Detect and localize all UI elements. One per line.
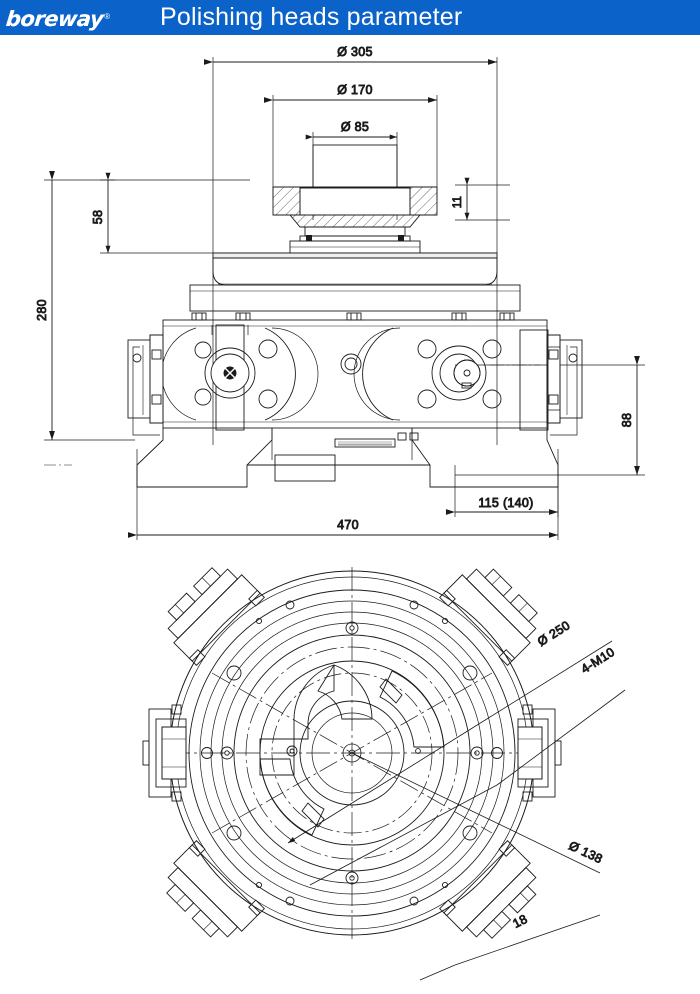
dim-label-h-88: 88 [620, 413, 634, 428]
logo-wordmark: boreway [4, 7, 105, 31]
left-drive-head [161, 324, 319, 431]
dim-label-w-115-140: 115 (140) [478, 496, 533, 510]
flange-bolt-heads [191, 312, 515, 321]
front-elevation-view: Ø 305 Ø 170 Ø 85 11 58 280 88 115 (140) … [35, 45, 645, 540]
base-skirt [132, 346, 578, 488]
technical-drawing-canvas: Ø 305 Ø 170 Ø 85 11 58 280 88 115 (140) … [35, 45, 645, 981]
left-mount-flange [127, 334, 164, 424]
right-bracket-detail [490, 329, 561, 431]
right-output-shaft-head [353, 327, 502, 421]
plan-corner-brackets [166, 567, 538, 939]
gearcase-upper-band [189, 284, 521, 321]
dim-label-dia-138: Ø 138 [567, 839, 605, 867]
plan-bolt-holes-outer [220, 621, 484, 885]
dim-label-h-11: 11 [452, 196, 464, 209]
page-title: Polishing heads parameter [160, 3, 463, 31]
dim-label-dia-305: Ø 305 [337, 45, 373, 59]
housing-dome-cap [212, 252, 498, 286]
dim-label-h-58: 58 [91, 210, 105, 225]
page-header: boreway ® Polishing heads parameter [0, 0, 700, 35]
plan-right-side-flange [517, 704, 562, 802]
dim-label-w-470: 470 [337, 518, 359, 532]
dim-label-h-280: 280 [35, 299, 49, 321]
dim-label-dia-85: Ø 85 [341, 120, 369, 134]
plan-leader-lines [287, 640, 626, 981]
drawing-sheet: Ø 305 Ø 170 Ø 85 11 58 280 88 115 (140) … [0, 35, 700, 994]
dim-label-dia-170: Ø 170 [337, 83, 373, 97]
center-inspection-port [340, 353, 362, 375]
bearing-spacer-stack [289, 226, 421, 254]
plan-left-side-flange [142, 704, 187, 802]
registered-trademark-icon: ® [104, 12, 111, 21]
dimension-lines [49, 59, 640, 538]
bottom-plan-view [142, 567, 562, 939]
upper-flange-plate [272, 186, 438, 228]
company-logo: boreway ® [4, 4, 130, 31]
dim-label-dia-250: Ø 250 [535, 618, 573, 649]
plan-peripheral-holes [201, 600, 503, 906]
dim-label-w-18: 18 [511, 912, 530, 931]
